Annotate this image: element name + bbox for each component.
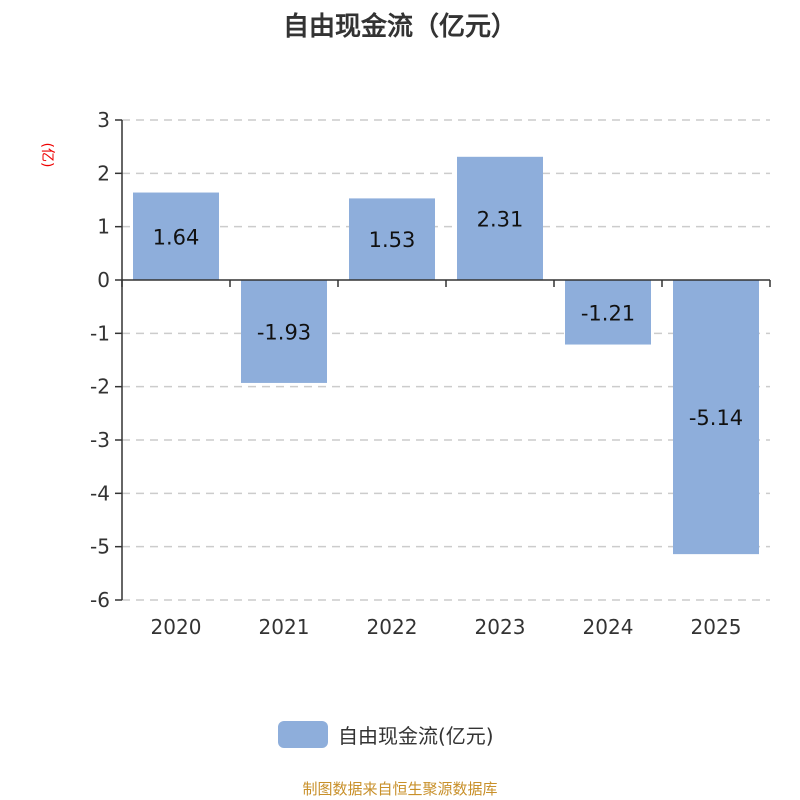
- y-tick-label: -6: [90, 588, 110, 612]
- legend-label: 自由现金流(亿元): [338, 724, 494, 748]
- data-label: 1.64: [153, 225, 200, 249]
- y-tick-label: 2: [97, 161, 110, 185]
- x-tick-label: 2025: [691, 615, 742, 639]
- bar: [673, 280, 759, 555]
- data-label: -1.21: [581, 301, 635, 325]
- y-tick-label: -5: [90, 535, 110, 559]
- y-tick-label: 1: [97, 215, 110, 239]
- x-tick-label: 2022: [367, 615, 418, 639]
- bar: [565, 280, 651, 345]
- y-tick-label: 0: [97, 268, 110, 292]
- y-tick-label: -4: [90, 481, 110, 505]
- data-label: 2.31: [477, 207, 524, 231]
- x-tick-label: 2020: [151, 615, 202, 639]
- source-note: 制图数据来自恒生聚源数据库: [302, 780, 498, 798]
- y-tick-label: -3: [90, 428, 110, 452]
- data-label: -1.93: [257, 320, 311, 344]
- y-tick-label: -2: [90, 375, 110, 399]
- legend[interactable]: 自由现金流(亿元): [278, 720, 494, 749]
- bar: [457, 156, 543, 280]
- chart-title: 自由现金流（亿元）: [282, 12, 517, 42]
- x-tick-label: 2021: [259, 615, 310, 639]
- y-tick-label: -1: [90, 321, 110, 345]
- legend-swatch: [278, 721, 328, 748]
- data-label: -5.14: [689, 406, 743, 430]
- y-tick-label: 3: [97, 108, 110, 132]
- bar: [349, 198, 435, 280]
- data-label: 1.53: [369, 228, 416, 252]
- x-tick-label: 2023: [475, 615, 526, 639]
- x-tick-label: 2024: [583, 615, 634, 639]
- bar: [241, 280, 327, 383]
- bar: [133, 192, 219, 280]
